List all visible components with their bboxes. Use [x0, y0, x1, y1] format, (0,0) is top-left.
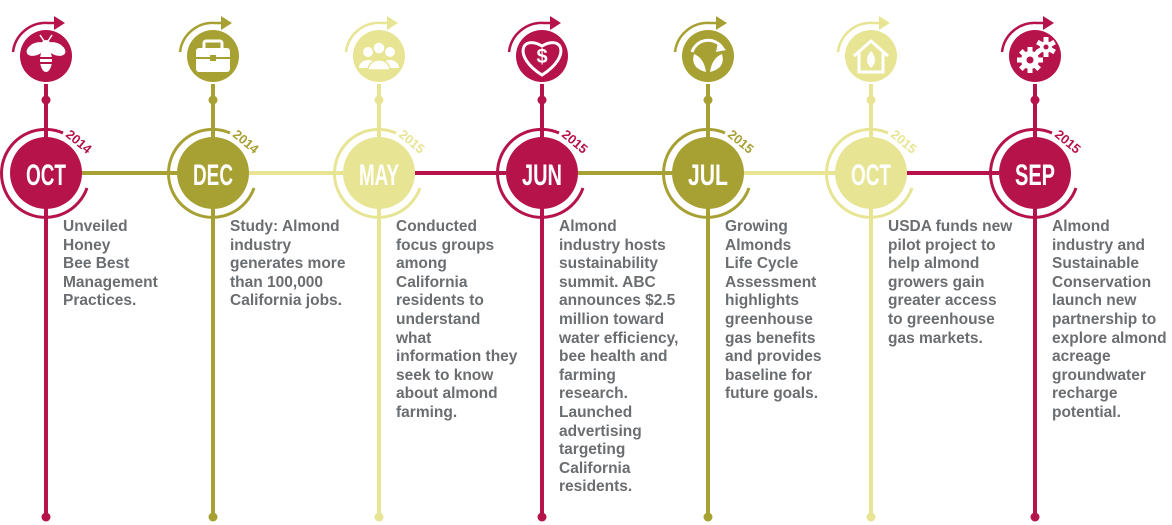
- cycle-arrow-arc: [11, 21, 54, 53]
- stem-bottom-dot: [1030, 512, 1040, 522]
- cycle-arrow-arc: [673, 21, 716, 53]
- cycle-arrow-head: [1043, 16, 1054, 30]
- month-badge: [10, 137, 82, 209]
- cycle-arrow-head: [550, 16, 561, 30]
- stem-bottom-dot: [208, 512, 218, 522]
- month-label: JUN: [522, 159, 562, 192]
- cycle-arrow-head: [221, 16, 232, 30]
- month-ring: [496, 127, 585, 219]
- month-badge: [177, 137, 249, 209]
- month-ring: [333, 127, 422, 219]
- cycle-arrow-head: [879, 16, 890, 30]
- event-description: Growing Almonds Life Cycle Assessment hi…: [725, 218, 822, 403]
- month-badge: [835, 137, 907, 209]
- month-badge: [343, 137, 415, 209]
- month-badge: [999, 137, 1071, 209]
- month-badge: [672, 137, 744, 209]
- month-label: DEC: [193, 159, 233, 192]
- stem-bottom-dot: [537, 512, 547, 522]
- stem-bottom-dot: [866, 512, 876, 522]
- house-leaf-icon: [853, 39, 889, 74]
- event-description: Unveiled Honey Bee Best Management Pract…: [63, 218, 158, 310]
- month-label: OCT: [26, 159, 66, 192]
- month-label: JUL: [688, 159, 728, 192]
- icon-badge: [682, 30, 734, 82]
- event-description: Conducted focus groups among California …: [396, 218, 518, 421]
- month-ring: [825, 127, 914, 219]
- month-ring: [0, 127, 89, 219]
- stem-top-dot: [41, 95, 51, 105]
- cycle-arrow-arc: [178, 21, 221, 53]
- stem-top-dot: [208, 95, 218, 105]
- month-badge: [506, 137, 578, 209]
- gears-icon: [1017, 37, 1056, 73]
- stem-top-dot: [537, 95, 547, 105]
- stem-top-dot: [703, 95, 713, 105]
- people-group-icon: [359, 41, 399, 71]
- stem-top-dot: [866, 95, 876, 105]
- cycle-arrow-arc: [836, 21, 879, 53]
- event-description: Study: Almond industry generates more th…: [230, 218, 346, 310]
- month-ring: [989, 127, 1078, 219]
- event-description: Almond industry hosts sustainability sum…: [559, 218, 679, 496]
- month-label: SEP: [1015, 159, 1055, 192]
- stem-bottom-dot: [374, 512, 384, 522]
- month-ring: [662, 127, 751, 219]
- month-label: MAY: [359, 159, 399, 192]
- stem-top-dot: [1030, 95, 1040, 105]
- cycle-arrow-head: [54, 16, 65, 30]
- month-ring: [167, 127, 256, 219]
- cycle-arrow-arc: [507, 21, 550, 53]
- stem-top-dot: [374, 95, 384, 105]
- cycle-arrow-arc: [1000, 21, 1043, 53]
- bee-icon: [26, 34, 66, 72]
- cycle-arrow-head: [716, 16, 727, 30]
- cycle-arrow-head: [387, 16, 398, 30]
- heart-dollar-icon: $: [521, 41, 563, 77]
- leaf-cycle-icon: [690, 38, 726, 72]
- icon-badge: [353, 30, 405, 82]
- month-label: OCT: [851, 159, 891, 192]
- stem-bottom-dot: [703, 512, 713, 522]
- event-description: USDA funds new pilot project to help alm…: [888, 218, 1013, 347]
- briefcase-icon: [196, 39, 230, 72]
- event-description: Almond industry and Sustainable Conserva…: [1052, 218, 1167, 421]
- svg-text:$: $: [536, 46, 547, 68]
- stem-bottom-dot: [41, 512, 51, 522]
- cycle-arrow-arc: [344, 21, 387, 53]
